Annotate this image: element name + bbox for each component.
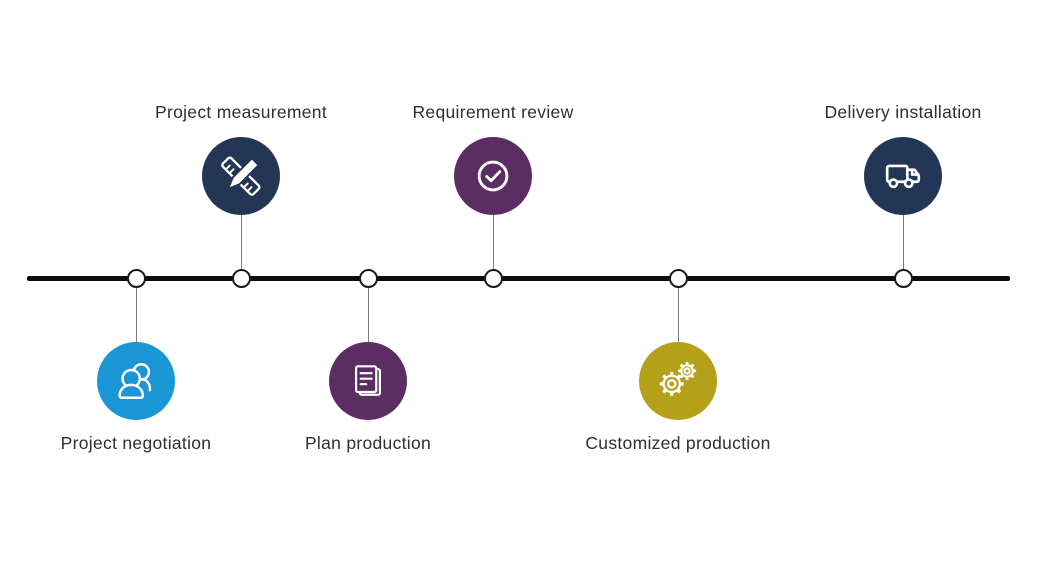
timeline-node [358, 269, 378, 288]
connector-line [136, 288, 137, 344]
milestone-label: Customized production [585, 433, 771, 453]
milestone-icon-bubble [864, 137, 942, 215]
connector-line [903, 213, 904, 269]
ruler-pencil-icon [221, 156, 261, 196]
milestone-icon-bubble [454, 137, 532, 215]
timeline-line [27, 276, 1010, 281]
document-icon [354, 365, 382, 396]
milestone-label: Requirement review [412, 102, 574, 122]
connector-line [493, 213, 494, 269]
milestone-label: Project negotiation [60, 433, 212, 453]
milestone-icon-bubble [639, 342, 717, 420]
milestone-label: Delivery installation [824, 102, 982, 122]
milestone-icon-bubble [329, 342, 407, 420]
milestone-icon-bubble [202, 137, 280, 215]
timeline-node [231, 269, 251, 288]
milestone-label: Plan production [304, 433, 432, 453]
timeline-node [668, 269, 688, 288]
people-icon [118, 362, 152, 400]
timeline-node [893, 269, 913, 288]
check-circle-icon [477, 160, 509, 192]
milestone-label: Project measurement [154, 102, 328, 122]
connector-line [678, 288, 679, 344]
timeline-node [483, 269, 503, 288]
truck-icon [885, 164, 921, 189]
connector-line [368, 288, 369, 344]
timeline-node [126, 269, 146, 288]
milestone-icon-bubble [97, 342, 175, 420]
gears-icon [659, 361, 697, 396]
connector-line [241, 213, 242, 269]
